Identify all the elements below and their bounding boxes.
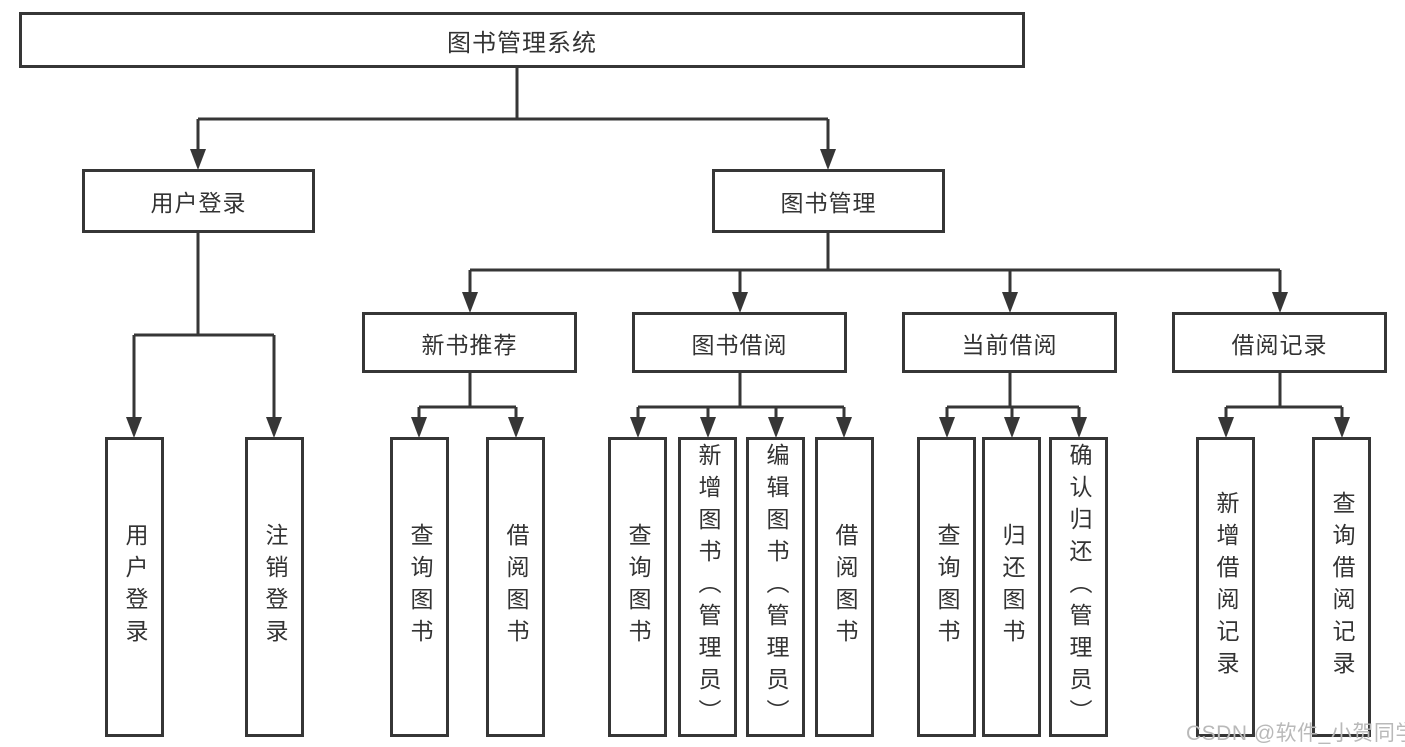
leaf-query-books-current: 查询图书 [917, 437, 976, 737]
leaf-add-borrow-record: 新增借阅记录 [1196, 437, 1255, 737]
leaf-query-books-recommend: 查询图书 [390, 437, 449, 737]
node-library-management-system: 图书管理系统 [19, 12, 1025, 68]
leaf-label: 新增图书（管理员） [695, 443, 721, 731]
leaf-label: 借阅图书 [503, 523, 529, 651]
csdn-watermark: CSDN @软件_小贺同学 [1186, 722, 1405, 745]
leaf-query-books-borrowing: 查询图书 [608, 437, 667, 737]
leaf-return-books: 归还图书 [982, 437, 1041, 737]
leaf-label: 查询借阅记录 [1329, 491, 1355, 683]
leaf-label: 查询图书 [934, 523, 960, 651]
leaf-label: 查询图书 [625, 523, 651, 651]
leaf-add-books-admin: 新增图书（管理员） [678, 437, 737, 737]
leaf-borrow-books-recommend: 借阅图书 [486, 437, 545, 737]
leaf-label: 注销登录 [262, 523, 288, 651]
leaf-label: 确认归还（管理员） [1066, 443, 1092, 731]
node-current-borrowing: 当前借阅 [902, 312, 1117, 373]
leaf-user-login: 用户登录 [105, 437, 164, 737]
leaf-borrow-books-borrowing: 借阅图书 [815, 437, 874, 737]
node-book-borrowing: 图书借阅 [632, 312, 847, 373]
leaf-label: 编辑图书（管理员） [763, 443, 789, 731]
leaf-label: 新增借阅记录 [1213, 491, 1239, 683]
leaf-label: 查询图书 [407, 523, 433, 651]
leaf-query-borrow-record: 查询借阅记录 [1312, 437, 1371, 737]
leaf-label: 用户登录 [122, 523, 148, 651]
leaf-logout-login: 注销登录 [245, 437, 304, 737]
leaf-label: 借阅图书 [832, 523, 858, 651]
node-borrowing-records: 借阅记录 [1172, 312, 1387, 373]
node-new-book-recommendation: 新书推荐 [362, 312, 577, 373]
leaf-confirm-return-admin: 确认归还（管理员） [1049, 437, 1108, 737]
leaf-label: 归还图书 [999, 523, 1025, 651]
node-user-login: 用户登录 [82, 169, 315, 233]
node-book-management: 图书管理 [712, 169, 945, 233]
leaf-edit-books-admin: 编辑图书（管理员） [746, 437, 805, 737]
